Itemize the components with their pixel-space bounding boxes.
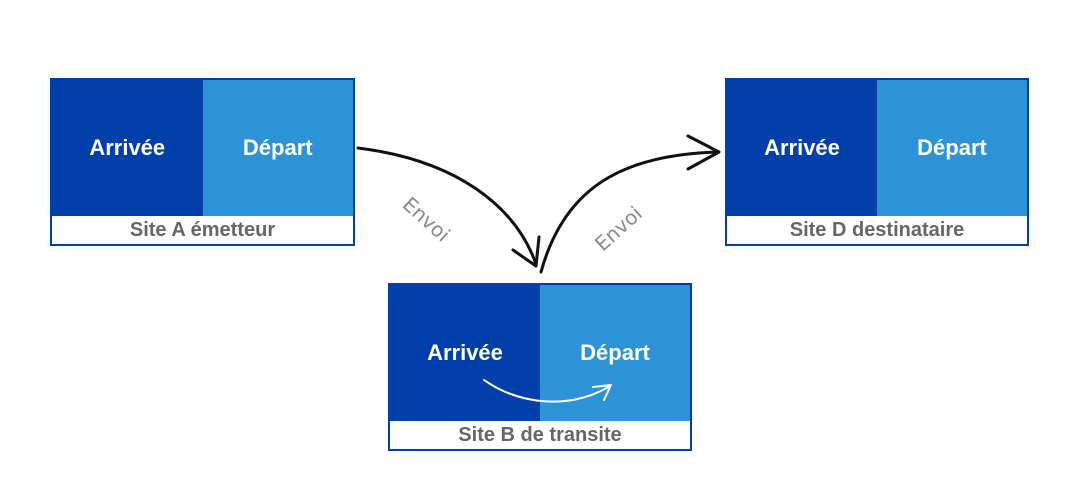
- site-a-arrival: Arrivée: [52, 80, 203, 216]
- arrow-b-to-d-label: Envoi: [590, 201, 647, 256]
- site-a-box: Arrivée Départ Site A émetteur: [50, 78, 355, 246]
- site-b-box: Arrivée Départ Site B de transite: [388, 283, 692, 451]
- site-a-departure: Départ: [202, 80, 353, 216]
- arrow-b-to-d-head: [686, 134, 721, 171]
- site-b-arrival: Arrivée: [390, 285, 540, 421]
- arrow-a-to-b-head: [511, 235, 541, 268]
- site-d-box: Arrivée Départ Site D destinataire: [725, 78, 1029, 246]
- site-d-arrival: Arrivée: [727, 80, 877, 216]
- site-b-halves: Arrivée Départ: [390, 285, 690, 421]
- site-a-caption: Site A émetteur: [129, 218, 276, 241]
- site-b-caption: Site B de transite: [458, 423, 622, 446]
- site-d-halves: Arrivée Départ: [727, 80, 1027, 216]
- site-d-departure: Départ: [877, 80, 1027, 216]
- arrow-a-to-b-label: Envoi: [397, 192, 455, 247]
- site-a-halves: Arrivée Départ: [52, 80, 353, 216]
- site-b-departure: Départ: [540, 285, 690, 421]
- site-d-caption: Site D destinataire: [789, 218, 965, 241]
- arrow-a-to-b: [356, 146, 538, 266]
